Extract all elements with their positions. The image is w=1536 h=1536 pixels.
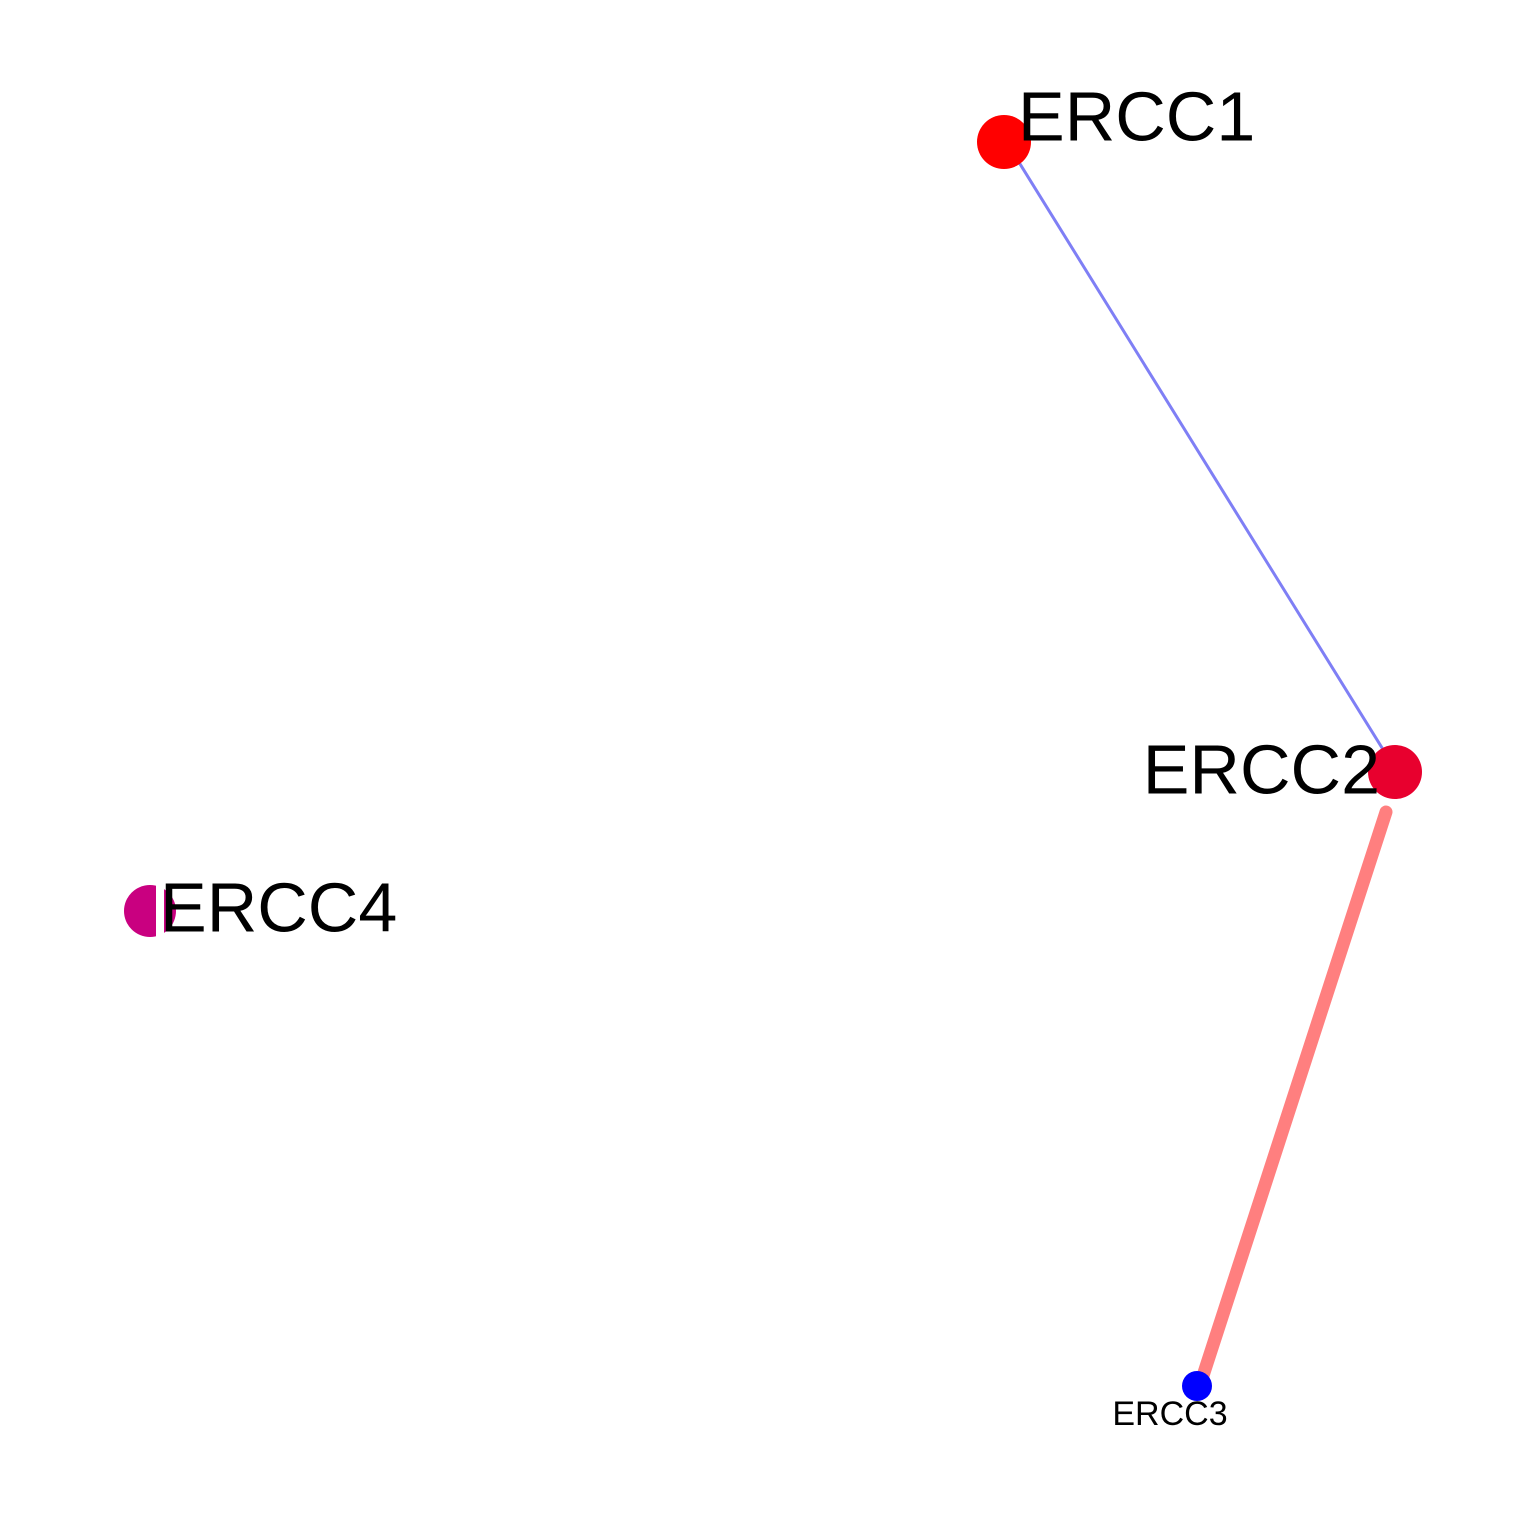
node-ercc4[interactable]: ERCC4: [124, 868, 397, 946]
node-ercc3-marker: [1182, 1371, 1212, 1401]
edge-ercc2-ercc3: [1193, 805, 1393, 1392]
node-ercc4-label: ERCC4: [160, 868, 397, 946]
node-ercc1-label: ERCC1: [1018, 77, 1255, 155]
node-ercc2-label: ERCC2: [1143, 730, 1380, 808]
node-ercc2-marker: [1368, 745, 1422, 799]
node-ercc3[interactable]: ERCC3: [1112, 1371, 1228, 1433]
node-ercc2[interactable]: ERCC2: [1143, 730, 1422, 808]
node-ercc4-label-backdrop: [156, 878, 164, 944]
node-ercc3-label: ERCC3: [1112, 1395, 1227, 1433]
edge-ercc1-ercc2: [1005, 141, 1399, 774]
node-ercc1[interactable]: ERCC1: [977, 77, 1255, 169]
node-ercc1-marker: [977, 115, 1031, 169]
